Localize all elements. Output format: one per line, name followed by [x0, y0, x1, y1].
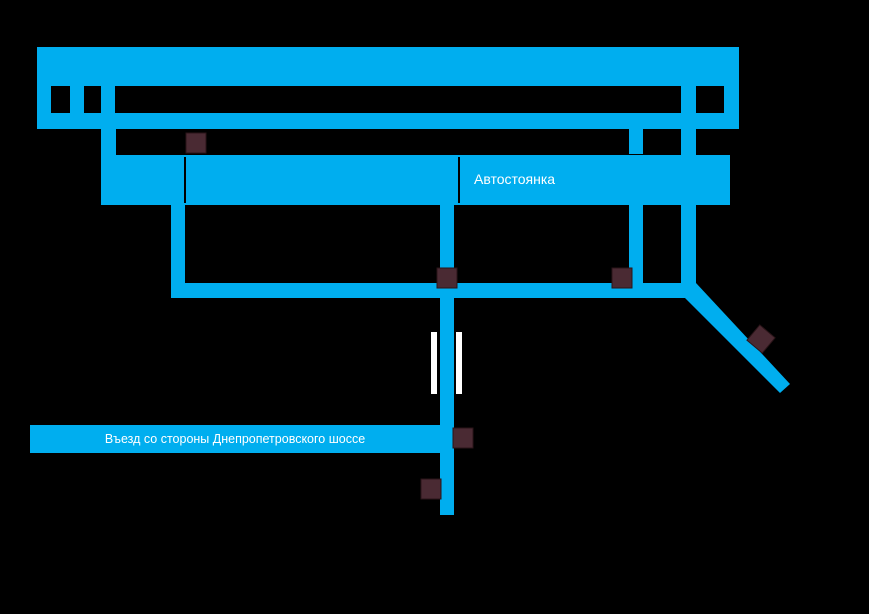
parking-band	[101, 155, 730, 205]
entrance-label: Въезд со стороны Днепропетровского шоссе	[104, 432, 366, 446]
marker-diagonal[interactable]	[746, 324, 776, 354]
road-horizontal	[171, 283, 696, 298]
road-far-right-vertical	[681, 205, 696, 298]
building-top-band	[37, 47, 739, 86]
parking-area	[101, 129, 730, 205]
parking-divider-left	[184, 157, 186, 203]
parking-label: Автостоянка	[474, 171, 556, 187]
marker-right-junction[interactable]	[611, 267, 633, 289]
building-pillar-2	[70, 86, 84, 113]
building-bottom-band	[37, 113, 739, 129]
gate-bar-left	[431, 332, 437, 394]
parking-right-connector	[629, 129, 643, 154]
checkpoint-markers	[185, 132, 776, 500]
building-pillar-4	[681, 86, 696, 113]
marker-top-left[interactable]	[185, 132, 207, 154]
road-diagonal-exit	[680, 283, 790, 393]
building-pillar-1	[37, 86, 51, 113]
building-pillar-3	[101, 86, 115, 113]
gate	[431, 332, 462, 394]
marker-entrance-junction[interactable]	[452, 427, 474, 449]
road-entrance	[30, 425, 445, 453]
internal-roads	[30, 205, 790, 515]
road-left-vertical	[171, 205, 185, 298]
marker-bottom[interactable]	[420, 478, 442, 500]
marker-center-junction[interactable]	[436, 267, 458, 289]
gate-bar-right	[456, 332, 462, 394]
parking-divider-center	[458, 157, 460, 203]
parking-dividers	[184, 157, 460, 203]
building-pillar-5	[724, 86, 739, 113]
main-building	[37, 47, 739, 129]
parking-left-connector	[101, 129, 116, 159]
parking-far-right-connector	[681, 129, 696, 155]
road-center-vertical	[440, 205, 454, 515]
